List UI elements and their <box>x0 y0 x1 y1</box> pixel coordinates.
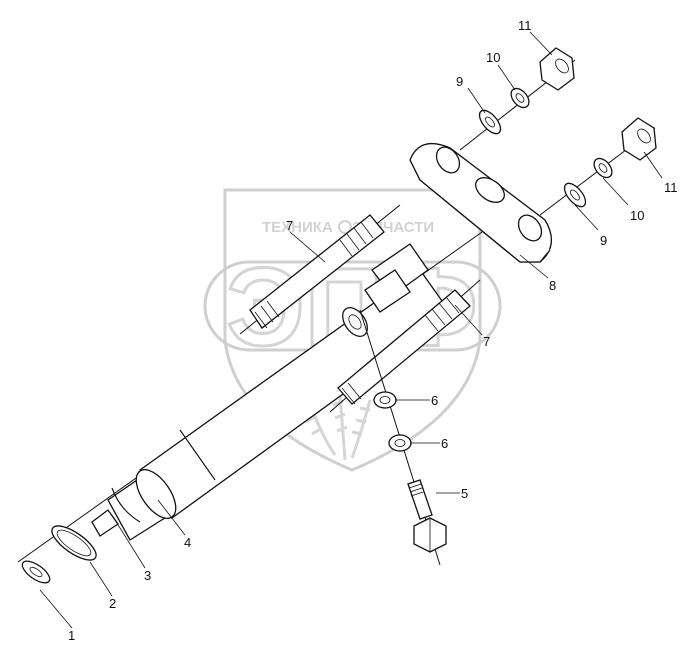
callout-labels: 1 2 3 4 5 6 6 7 7 8 9 9 10 10 11 11 <box>68 18 678 643</box>
body-groove <box>179 429 216 481</box>
part-5-banjo-bolt <box>407 479 447 553</box>
callout-7-right: 7 <box>483 334 490 349</box>
part-9-washer-lower <box>563 182 587 208</box>
callout-1: 1 <box>68 628 75 643</box>
callout-11-upper: 11 <box>518 18 532 33</box>
part-7-stud-right <box>329 279 481 413</box>
callout-6-lower: 6 <box>441 436 448 451</box>
part-7-stud-left <box>239 204 401 335</box>
callout-6-upper: 6 <box>431 393 438 408</box>
part-1-washer <box>21 560 51 584</box>
watermark-left-text: ТЕХНИКА <box>262 219 333 236</box>
callout-8: 8 <box>549 278 556 293</box>
part-8-flange <box>409 142 552 263</box>
part-10-spring-washer-lower <box>593 157 613 179</box>
callout-10-upper: 10 <box>486 50 500 65</box>
callout-4: 4 <box>184 535 191 550</box>
callout-2: 2 <box>109 596 116 611</box>
part-6-washer-lower <box>388 434 412 452</box>
part-10-spring-washer-upper <box>510 87 530 109</box>
callout-11-lower: 11 <box>664 180 678 195</box>
part-6-washer-upper <box>373 391 397 409</box>
callout-9-lower: 9 <box>600 233 607 248</box>
part-4-injector-body <box>91 269 453 541</box>
callout-10-lower: 10 <box>630 208 644 223</box>
leader-lines <box>39 31 663 629</box>
part-2-ring <box>51 525 97 561</box>
callout-5: 5 <box>461 486 468 501</box>
inlet-connector <box>342 243 429 337</box>
callout-9-upper: 9 <box>456 74 463 89</box>
part-11-nut-upper <box>539 47 575 91</box>
callout-7-left: 7 <box>286 218 293 233</box>
watermark-shield <box>223 188 482 472</box>
callout-3: 3 <box>144 568 151 583</box>
part-11-nut-lower <box>621 117 657 161</box>
watermark-gear-icon <box>338 220 352 234</box>
part-9-washer-upper <box>478 109 502 135</box>
